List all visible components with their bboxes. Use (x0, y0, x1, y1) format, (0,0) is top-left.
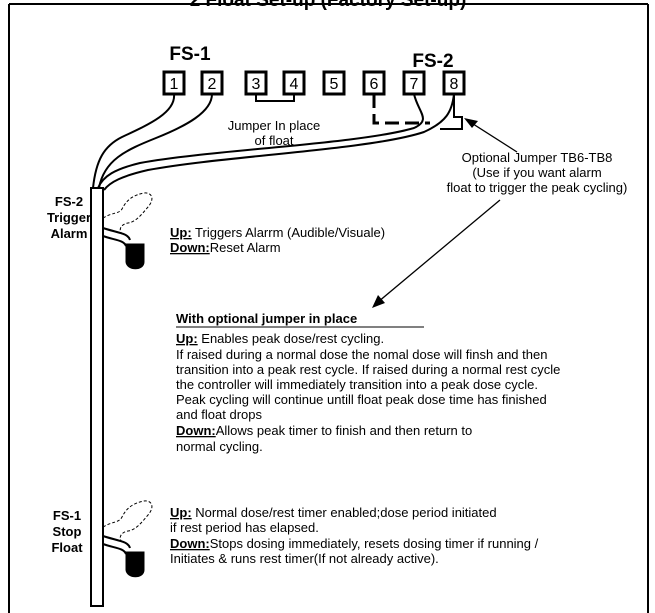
float-tree-pipe (90, 187, 104, 607)
arrow-to-jumper-head (464, 118, 478, 128)
optional-down-line: Down:Allows peak timer to finish and the… (176, 423, 472, 438)
optional-up-line-1: If raised during a normal dose the nomal… (176, 347, 547, 362)
jumper-note-line1: Jumper In place (228, 118, 321, 133)
diagram-title: 2 Float Set-up (Factory Set-up) (190, 0, 467, 11)
fs1-float (102, 500, 153, 578)
fs2-down-label: Down: (170, 240, 210, 255)
optional-up-label: Up: (176, 331, 198, 346)
fs2-float (102, 192, 153, 270)
fs2-float-name-line2: Trigger (47, 210, 91, 225)
jumper-note-line2: of float (254, 133, 293, 148)
terminal-2-label: 2 (208, 76, 217, 93)
fs1-up-line: Up: Normal dose/rest timer enabled;dose … (170, 505, 497, 520)
terminal-7-label: 7 (410, 76, 419, 93)
optional-jumper-note-line3: float to trigger the peak cycling) (447, 180, 628, 195)
fs1-float-name-line2: Stop (53, 524, 82, 539)
fs1-down-line: Down:Stops dosing immediately, resets do… (170, 536, 539, 551)
tb8-drop (440, 94, 463, 130)
arrow-to-optional-head (372, 295, 385, 308)
optional-jumper-note-line1: Optional Jumper TB6-TB8 (462, 150, 613, 165)
arrow-to-jumper (469, 121, 518, 153)
arrow-to-optional (377, 199, 501, 303)
optional-down-text: Allows peak timer to finish and then ret… (216, 423, 473, 438)
terminal-4-label: 4 (290, 76, 299, 93)
fs2-cable (97, 93, 455, 191)
optional-jumper-note-line2: (Use if you want alarm (472, 165, 601, 180)
fs2-down-line: Down:Reset Alarm (170, 240, 281, 255)
fs1-cable (92, 93, 213, 189)
optional-up-text: Enables peak dose/rest cycling. (198, 331, 384, 346)
terminal-block: 1 2 3 4 5 6 7 8 (162, 70, 466, 96)
fs1-header: FS-1 (169, 44, 211, 65)
terminal-5 (322, 70, 346, 96)
fs1-float-name-line3: Float (51, 540, 83, 555)
terminal-6-label: 6 (370, 76, 379, 93)
optional-down-label: Down: (176, 423, 216, 438)
fs1-down-text: Stops dosing immediately, resets dosing … (210, 536, 539, 551)
optional-up-line-2: transition into a peak rest cycle. If ra… (176, 362, 560, 377)
fs1-float-name-line1: FS-1 (53, 508, 81, 523)
fs1-down-label: Down: (170, 536, 210, 551)
terminal-5-label: 5 (330, 76, 339, 93)
fs1-up-label: Up: (170, 505, 192, 520)
fs2-up-line: Up: Triggers Alarrm (Audible/Visuale) (170, 225, 385, 240)
fs2-header: FS-2 (412, 51, 453, 72)
optional-up-line-4: Peak cycling will continue untill float … (176, 392, 547, 407)
jumper-3-4 (255, 94, 295, 102)
fs2-float-name-line3: Alarm (51, 226, 88, 241)
optional-up-line-5: and float drops (176, 407, 263, 422)
optional-down-line-2: normal cycling. (176, 439, 263, 454)
terminal-1-label: 1 (170, 76, 179, 93)
optional-up-line-3: the controller will immediately transiti… (176, 377, 538, 392)
fs2-down-text: Reset Alarm (210, 240, 281, 255)
optional-jumper-tb6-tb8 (372, 94, 430, 125)
terminal-3-label: 3 (252, 76, 261, 93)
optional-heading: With optional jumper in place (176, 311, 357, 326)
optional-up-line: Up: Enables peak dose/rest cycling. (176, 331, 384, 346)
fs1-down-line-2: Initiates & runs rest timer(If not alrea… (170, 551, 439, 566)
fs2-up-text: Triggers Alarrm (Audible/Visuale) (192, 225, 385, 240)
fs2-float-name-line1: FS-2 (55, 194, 83, 209)
fs1-up-line-2: if rest period has elapsed. (170, 520, 319, 535)
fs2-up-label: Up: (170, 225, 192, 240)
fs1-up-text: Normal dose/rest timer enabled;dose peri… (192, 505, 497, 520)
terminal-8-label: 8 (450, 76, 459, 93)
